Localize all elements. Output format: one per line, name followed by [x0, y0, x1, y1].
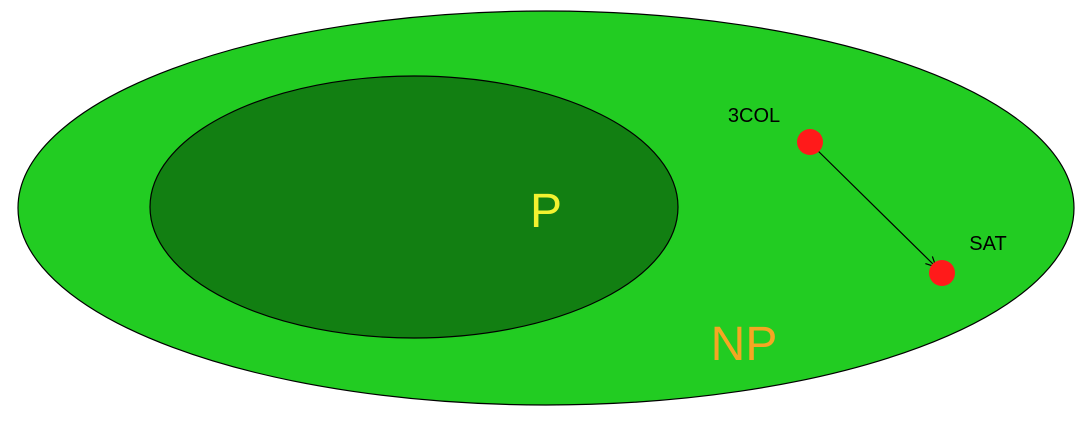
3col-problem-label: 3COL: [728, 105, 780, 127]
p-set-region: [149, 75, 679, 339]
np-set-label: NP: [711, 318, 778, 371]
reduction-arrow: [809, 142, 936, 267]
3col-problem-node: [797, 129, 823, 155]
p-set-label: P: [530, 185, 562, 238]
sat-problem-node: [929, 260, 955, 286]
sat-problem-label: SAT: [969, 233, 1006, 255]
